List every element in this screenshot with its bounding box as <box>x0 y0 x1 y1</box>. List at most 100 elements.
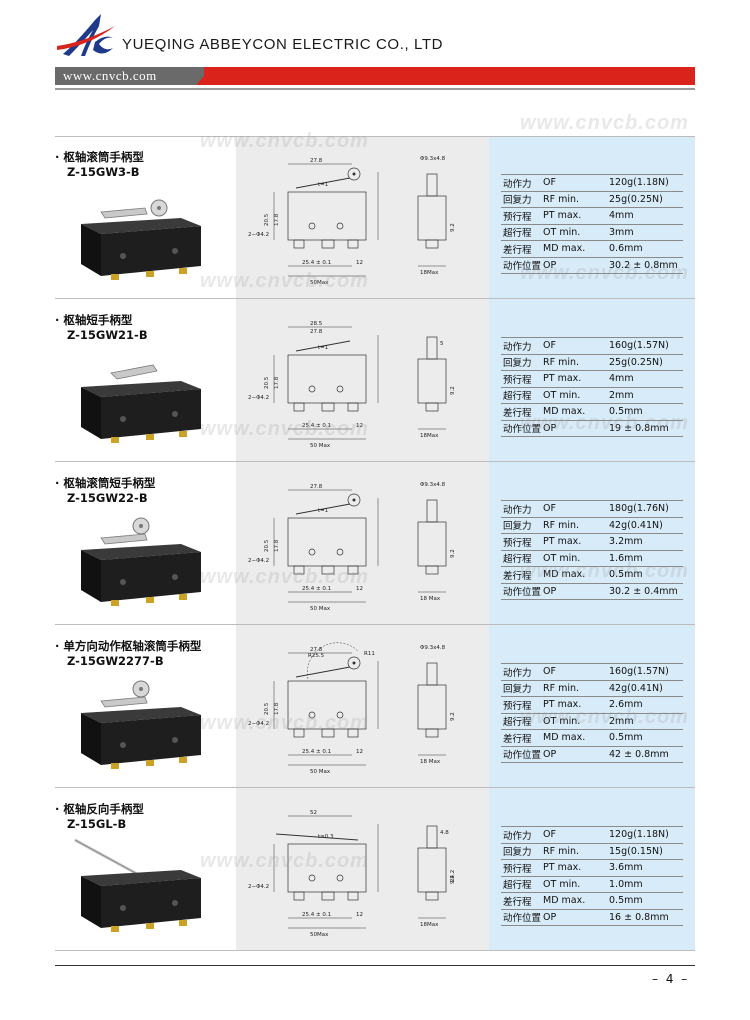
terminal-icon <box>146 434 154 440</box>
spec-value: 3mm <box>607 224 683 241</box>
dimension-label: 27.8 <box>310 158 323 164</box>
terminal-outline <box>293 891 305 901</box>
switch-body-front <box>101 878 201 928</box>
dimension-label: 25.4 ± 0.1 <box>302 586 331 592</box>
spec-value: 30.2 ± 0.4mm <box>607 583 683 600</box>
terminal-outline <box>347 565 359 575</box>
switch-body-front <box>101 552 201 602</box>
product-title: · 枢轴反向手柄型 <box>55 802 144 816</box>
spec-abbr: OT min. <box>541 550 608 567</box>
spec-name: 超行程 <box>501 876 542 893</box>
section-rule <box>55 461 695 462</box>
terminal-outline <box>321 728 335 738</box>
dimension-label: t=0.3 <box>318 834 334 840</box>
dimension-label: 9.2 <box>450 549 456 558</box>
terminal-icon <box>146 760 154 766</box>
mount-hole-icon <box>120 579 126 585</box>
dimension-label: 9.2 <box>450 386 456 395</box>
side-actuator-outline <box>426 662 438 686</box>
spec-value: 2.6mm <box>607 696 683 714</box>
spec-name: 回复力 <box>501 843 542 860</box>
lever-outline <box>275 833 359 841</box>
product-title: · 枢轴滚筒手柄型 <box>55 150 144 164</box>
product-photo <box>74 838 201 932</box>
spec-value: 42 ± 0.8mm <box>607 746 683 763</box>
spec-value: 180g(1.76N) <box>607 500 683 518</box>
product-photo <box>81 680 201 769</box>
mount-hole-icon <box>172 900 178 906</box>
spec-name: 差行程 <box>501 566 542 584</box>
spec-abbr: RF min. <box>541 191 608 208</box>
mount-hole-icon <box>120 416 126 422</box>
terminal-icon <box>111 600 119 606</box>
spec-name: 差行程 <box>501 729 542 747</box>
spec-value: 0.5mm <box>607 403 683 421</box>
product-title: · 单方向动作枢轴滚筒手柄型 <box>55 639 202 653</box>
spec-abbr: OT min. <box>541 713 608 730</box>
spec-value: 42g(0.41N) <box>607 680 683 697</box>
watermark-text: www.cnvcb.com <box>200 850 369 872</box>
dimension-label: 50 Max <box>310 606 331 612</box>
dimension-label: 50 Max <box>310 443 331 449</box>
terminal-icon <box>179 920 187 926</box>
terminal-outline <box>293 565 305 575</box>
spec-value: 120g(1.18N) <box>607 826 683 844</box>
spec-name: 回复力 <box>501 517 542 534</box>
product-model: Z-15GW21-B <box>67 328 148 342</box>
terminal-icon <box>111 437 119 443</box>
spec-name: 动作位置 <box>501 420 542 437</box>
dimension-label: 17.8 <box>274 213 280 226</box>
spec-value: 30.2 ± 0.8mm <box>607 257 683 274</box>
product-title: · 枢轴短手柄型 <box>55 313 133 327</box>
spec-name: 回复力 <box>501 680 542 697</box>
watermark-text: www.cnvcb.com <box>200 418 369 440</box>
lever-outline <box>295 177 351 189</box>
spec-name: 超行程 <box>501 550 542 567</box>
dimension-label: 25.4 ± 0.1 <box>302 749 331 755</box>
spec-abbr: OF <box>541 826 608 844</box>
spec-abbr: MD max. <box>541 892 608 910</box>
dimension-label: t=1 <box>318 508 328 514</box>
switch-body-top <box>81 218 201 234</box>
side-view-outline <box>417 195 447 241</box>
side-terminal-outline <box>425 728 439 738</box>
watermark-text: www.cnvcb.com <box>520 412 689 434</box>
mount-hole-outline <box>308 385 316 393</box>
footer-rule <box>55 965 695 966</box>
dimension-label: R25.5 <box>308 653 325 659</box>
spec-name: 超行程 <box>501 224 542 241</box>
mount-hole-icon <box>120 905 126 911</box>
header-red-bar <box>204 67 695 85</box>
roller-outline <box>347 167 361 181</box>
spec-value: 4mm <box>607 370 683 388</box>
switch-body-front <box>101 226 201 276</box>
spec-abbr: OT min. <box>541 876 608 893</box>
lever-arm <box>100 207 148 219</box>
lever-arm <box>110 364 158 380</box>
dimension-label: t=1 <box>318 345 328 351</box>
dimension-label: 2−Φ4.2 <box>248 884 269 890</box>
dimension-label: 12 <box>356 586 363 592</box>
spec-name: 差行程 <box>501 892 542 910</box>
spec-name: 动作位置 <box>501 909 542 926</box>
mount-hole-icon <box>172 411 178 417</box>
roller-axle <box>139 524 143 528</box>
